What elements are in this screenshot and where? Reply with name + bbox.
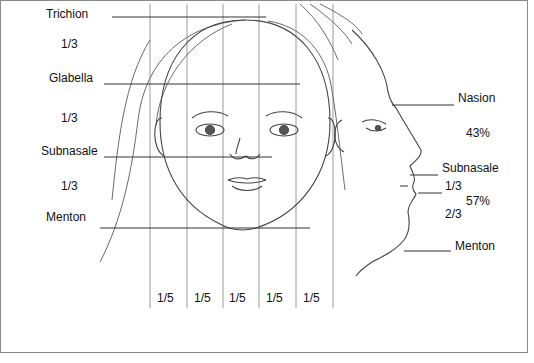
fifth-label: 1/5 [193, 292, 212, 305]
profile-face [335, 30, 421, 276]
proportion-label: 43% [465, 127, 491, 140]
fifth-label: 1/5 [302, 292, 321, 305]
fifth-label: 1/5 [228, 292, 247, 305]
proportion-label: 1/3 [60, 38, 79, 51]
proportion-label: Subnasale [441, 162, 500, 175]
proportion-label: 1/3 [60, 112, 79, 125]
proportion-label: Menton [45, 211, 87, 224]
proportion-label: 1/3 [444, 180, 463, 193]
fifths-grid [150, 4, 333, 308]
leader-lines [100, 17, 454, 251]
proportion-label: Nasion [457, 92, 496, 105]
frame [1, 1, 528, 353]
front-face [155, 20, 336, 230]
fifth-label: 1/5 [265, 292, 284, 305]
proportion-label: Trichion [45, 8, 89, 21]
proportion-label: 1/3 [60, 180, 79, 193]
proportion-label: 2/3 [444, 208, 463, 221]
proportion-label: Subnasale [40, 145, 99, 158]
proportion-label: 57% [465, 195, 491, 208]
proportion-label: Glabella [48, 72, 94, 85]
hair [100, 4, 362, 262]
proportion-label: Menton [454, 240, 496, 253]
fifth-label: 1/5 [156, 292, 175, 305]
